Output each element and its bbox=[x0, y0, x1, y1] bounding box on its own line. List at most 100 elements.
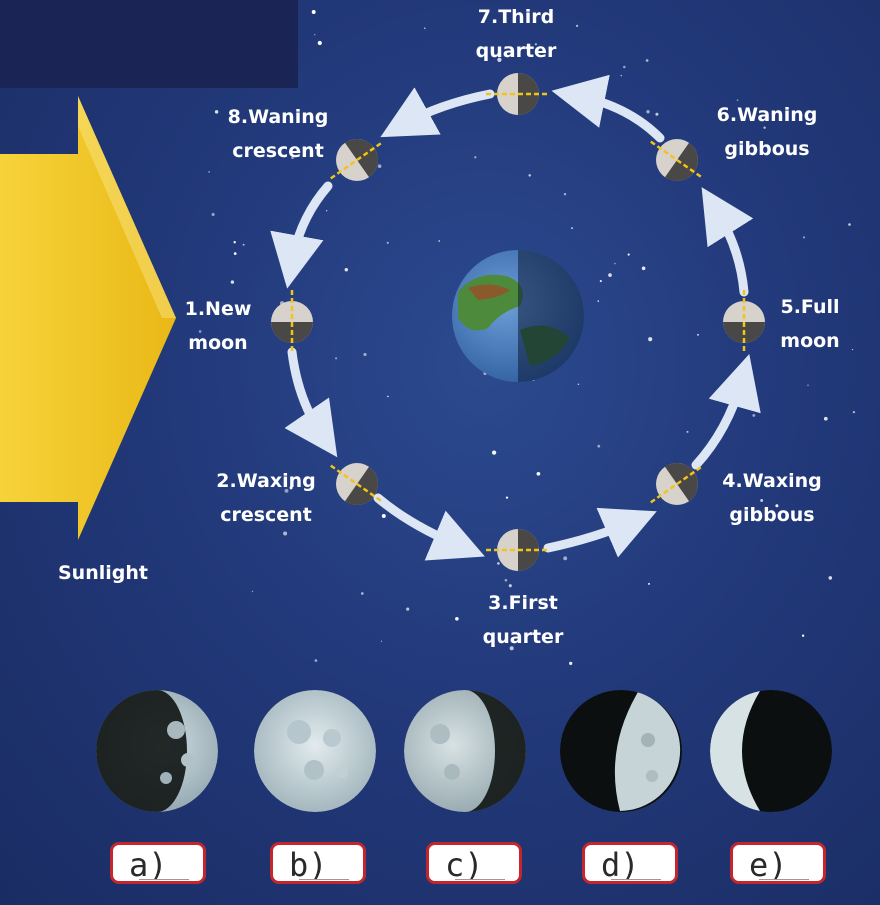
star bbox=[528, 174, 531, 177]
star bbox=[648, 337, 653, 342]
star bbox=[599, 280, 602, 283]
moon-phase-4 bbox=[650, 463, 704, 505]
star bbox=[326, 210, 328, 212]
answer-box-e[interactable]: e) bbox=[730, 842, 826, 884]
orbit-arrow-1-to-2 bbox=[284, 347, 338, 458]
star bbox=[563, 556, 568, 561]
moon-phase-8 bbox=[330, 139, 384, 181]
star bbox=[242, 243, 245, 246]
star bbox=[360, 592, 364, 595]
star bbox=[474, 156, 477, 159]
star bbox=[335, 357, 338, 360]
star bbox=[641, 266, 646, 271]
star bbox=[848, 223, 851, 226]
star bbox=[736, 99, 739, 102]
star bbox=[363, 352, 367, 357]
sunlight-label: Sunlight bbox=[58, 562, 148, 584]
star bbox=[381, 514, 386, 518]
star bbox=[648, 582, 650, 585]
orbit-arrow-8-to-1 bbox=[270, 181, 333, 289]
star bbox=[575, 24, 579, 28]
star bbox=[807, 384, 809, 386]
orbit-arrow-2-to-3 bbox=[373, 493, 485, 561]
star bbox=[655, 112, 659, 116]
answer-box-c[interactable]: c) bbox=[426, 842, 522, 884]
moon-phase-1 bbox=[271, 290, 313, 354]
star bbox=[491, 450, 497, 455]
moon-photo-d bbox=[560, 690, 682, 812]
star bbox=[208, 171, 210, 173]
star bbox=[289, 486, 293, 490]
star bbox=[620, 74, 623, 77]
star bbox=[775, 504, 779, 508]
moon-positions bbox=[271, 73, 765, 571]
star bbox=[752, 413, 756, 417]
star bbox=[823, 416, 828, 421]
star bbox=[380, 640, 383, 642]
star bbox=[386, 241, 389, 244]
moon-phase-5 bbox=[723, 290, 765, 354]
star bbox=[387, 395, 389, 398]
star bbox=[455, 616, 459, 621]
star bbox=[344, 268, 348, 272]
star bbox=[686, 430, 689, 433]
star bbox=[801, 634, 805, 637]
star bbox=[597, 444, 601, 448]
star bbox=[536, 471, 541, 476]
star bbox=[497, 562, 500, 565]
moon-phase-3 bbox=[486, 529, 550, 571]
answer-box-d[interactable]: d) bbox=[582, 842, 678, 884]
star bbox=[311, 10, 316, 14]
star bbox=[424, 27, 426, 29]
moon-photo-e bbox=[710, 690, 832, 812]
answer-box-b[interactable]: b) bbox=[270, 842, 366, 884]
star bbox=[534, 43, 537, 46]
star bbox=[438, 240, 440, 242]
star bbox=[233, 241, 236, 244]
orbit-arrow-5-to-6 bbox=[701, 187, 754, 297]
star bbox=[608, 273, 612, 277]
orbit-arrow-4-to-5 bbox=[691, 354, 761, 470]
star bbox=[828, 576, 833, 580]
moon-phase-6 bbox=[650, 139, 704, 181]
star bbox=[251, 590, 254, 593]
star bbox=[406, 607, 410, 611]
answer-box-a[interactable]: a) bbox=[110, 842, 206, 884]
star bbox=[803, 236, 805, 239]
star bbox=[763, 126, 766, 129]
star bbox=[697, 333, 699, 336]
star bbox=[324, 443, 327, 445]
star bbox=[571, 227, 573, 229]
star bbox=[508, 584, 512, 588]
star bbox=[233, 252, 237, 255]
star bbox=[284, 488, 289, 493]
star bbox=[569, 661, 573, 666]
star bbox=[577, 383, 580, 386]
star bbox=[645, 59, 649, 62]
star bbox=[230, 280, 235, 284]
sunlight-arrow bbox=[0, 96, 176, 540]
star bbox=[597, 300, 600, 302]
dark-corner-patch bbox=[0, 0, 298, 88]
star bbox=[377, 164, 382, 168]
orbit-arrows bbox=[270, 74, 761, 561]
star bbox=[623, 65, 626, 69]
orbit-arrow-6-to-7 bbox=[551, 74, 665, 143]
star bbox=[646, 110, 650, 114]
moon-photo-a bbox=[96, 690, 218, 812]
star bbox=[313, 33, 316, 36]
star bbox=[563, 193, 567, 196]
star bbox=[505, 496, 509, 499]
star bbox=[760, 499, 764, 502]
star bbox=[509, 646, 514, 651]
star bbox=[614, 262, 616, 265]
